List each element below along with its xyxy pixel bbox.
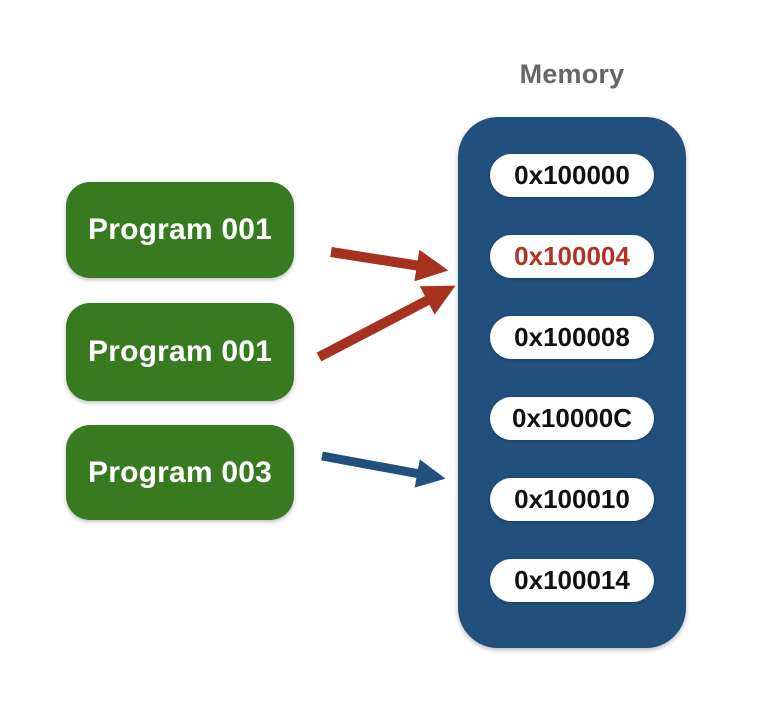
program-box-3: Program 003 bbox=[66, 425, 294, 520]
program-box-1-label: Program 001 bbox=[88, 213, 272, 246]
memory-cell-0x100000: 0x100000 bbox=[490, 154, 654, 197]
arrow-program2-to-0x100004 bbox=[316, 285, 456, 362]
memory-cell-0x100004: 0x100004 bbox=[490, 235, 654, 278]
program-box-1: Program 001 bbox=[66, 182, 294, 278]
memory-cell-0x100010: 0x100010 bbox=[490, 478, 654, 521]
memory-panel: 0x100000 0x100004 0x100008 0x10000C 0x10… bbox=[458, 117, 686, 648]
memory-cell-0x100008: 0x100008 bbox=[490, 316, 654, 359]
memory-cell-0x100014: 0x100014 bbox=[490, 559, 654, 602]
arrow-program3-to-0x100010 bbox=[321, 451, 446, 488]
memory-cell-0x10000C: 0x10000C bbox=[490, 397, 654, 440]
memory-title: Memory bbox=[519, 59, 625, 89]
arrow-program1-to-0x100004 bbox=[330, 247, 449, 282]
program-box-3-label: Program 003 bbox=[88, 455, 272, 489]
program-box-2: Program 001 bbox=[66, 303, 294, 401]
program-box-2-label: Program 001 bbox=[88, 335, 272, 368]
